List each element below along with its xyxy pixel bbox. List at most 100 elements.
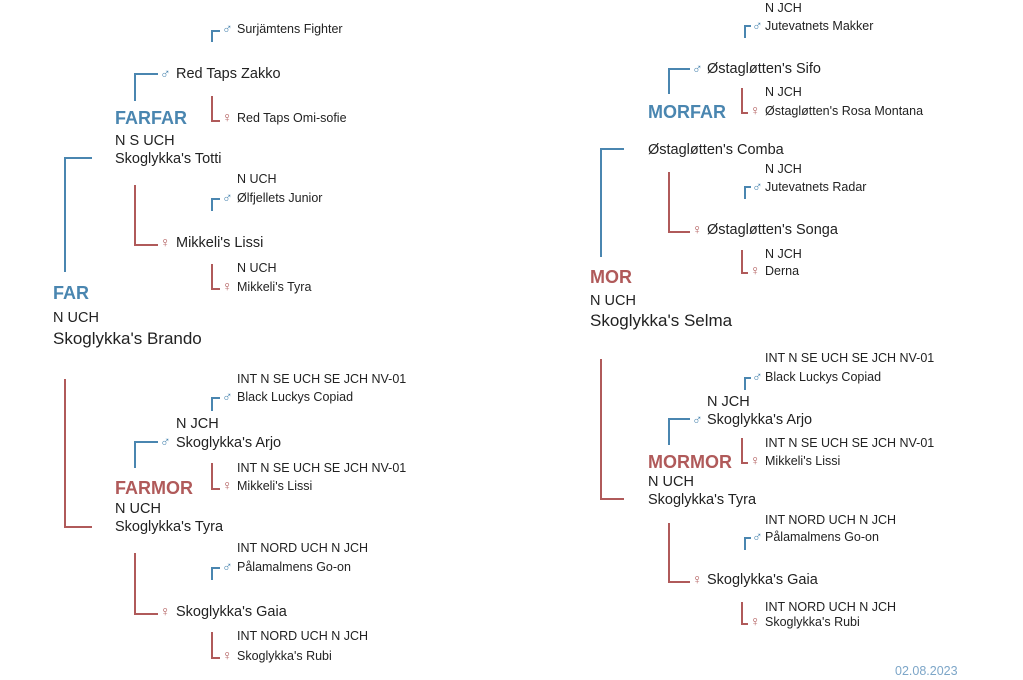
parent-name: Skoglykka's Selma [590,311,733,330]
dam-connector-line [600,359,624,500]
sire-connector-line [134,441,158,468]
ancestor-name: Pålamalmens Go-on [237,560,351,574]
dam-connector-line [741,438,748,464]
female-icon: ♀ [222,647,233,663]
female-icon: ♀ [750,613,761,629]
female-icon: ♀ [750,102,761,118]
ancestor-titles: N JCH [707,394,750,410]
ancestor-titles: INT N SE UCH SE JCH NV-01 [237,461,407,475]
ancestor-titles: N JCH [765,247,802,261]
sire-connector-line [744,25,751,38]
ancestor-titles: N UCH [115,501,161,517]
female-icon: ♀ [222,109,233,125]
ancestor-name: Black Luckys Copiad [765,370,882,384]
ancestor-name: Østagløtten's Songa [707,222,838,238]
ancestor-name: Red Taps Omi-sofie [237,111,347,125]
ancestor-titles: N JCH [176,416,219,432]
ancestor-name: Skoglykka's Totti [115,151,222,167]
male-icon: ♂ [222,20,233,36]
grandparent-label: FARMOR [115,478,193,498]
female-icon: ♀ [692,571,703,587]
male-icon: ♂ [752,368,763,384]
sire-connector-line [744,537,751,550]
ancestor-name: Mikkeli's Lissi [176,235,264,251]
ancestor-name: Skoglykka's Tyra [648,492,757,508]
ancestor-name: Østagløtten's Sifo [707,61,821,77]
ancestor-titles: N UCH [648,474,694,490]
male-icon: ♂ [692,411,703,427]
male-icon: ♂ [222,189,233,205]
female-icon: ♀ [160,603,171,619]
ancestor-name: Black Luckys Copiad [237,390,354,404]
ancestor-titles: INT N SE UCH SE JCH NV-01 [765,436,935,450]
ancestor-titles: INT NORD UCH N JCH [237,541,369,555]
ancestor-name: Surjämtens Fighter [237,22,343,36]
sire-connector-line [64,157,92,272]
ancestor-name: Mikkeli's Tyra [237,280,312,294]
female-icon: ♀ [222,477,233,493]
sire-connector-line [211,30,220,42]
ancestor-name: Østagløtten's Comba [648,142,784,158]
print-date: 02.08.2023 [895,664,958,678]
dam-connector-line [134,553,158,615]
female-icon: ♀ [692,221,703,237]
sire-connector-line [744,186,751,199]
male-icon: ♂ [752,528,763,544]
ancestor-titles: N UCH [237,172,277,186]
male-icon: ♂ [752,178,763,194]
ancestor-name: Ølfjellets Junior [237,191,323,205]
male-icon: ♂ [222,388,233,404]
ancestor-titles: INT N SE UCH SE JCH NV-01 [765,351,935,365]
sire-connector-line [668,68,690,94]
dam-connector-line [211,463,220,490]
parent-name: Skoglykka's Brando [53,329,202,348]
female-icon: ♀ [160,234,171,250]
ancestor-titles: INT NORD UCH N JCH [237,629,369,643]
grandparent-label: MORFAR [648,102,726,122]
ancestor-name: Mikkeli's Lissi [237,479,313,493]
dam-connector-line [668,172,690,233]
ancestor-titles: N S UCH [115,133,175,149]
ancestor-name: Skoglykka's Gaia [176,604,287,620]
sire-connector-line [744,377,751,390]
ancestor-name: Jutevatnets Makker [765,19,874,33]
ancestor-name: Derna [765,264,800,278]
male-icon: ♂ [692,60,703,76]
ancestor-name: Pålamalmens Go-on [765,530,879,544]
grandparent-label: FARFAR [115,108,187,128]
dam-connector-line [211,632,220,659]
ancestor-name: Skoglykka's Tyra [115,519,224,535]
sire-connector-line [211,397,220,411]
male-icon: ♂ [222,558,233,574]
dam-connector-line [741,88,748,114]
parent-label: FAR [53,283,89,303]
ancestor-name: Skoglykka's Gaia [707,572,818,588]
sire-connector-line [668,418,690,445]
ancestor-name: Red Taps Zakko [176,66,281,82]
dam-connector-line [741,250,748,274]
parent-label: MOR [590,267,632,287]
ancestor-titles: INT NORD UCH N JCH [765,513,897,527]
ancestor-name: Østagløtten's Rosa Montana [765,104,924,118]
male-icon: ♂ [160,65,171,81]
sire-connector-line [600,148,624,257]
ancestor-name: Jutevatnets Radar [765,180,867,194]
ancestor-name: Skoglykka's Rubi [237,649,332,663]
female-icon: ♀ [750,262,761,278]
ancestor-name: Mikkeli's Lissi [765,454,841,468]
ancestor-titles: N JCH [765,85,802,99]
dam-connector-line [64,379,92,528]
ancestor-titles: INT NORD UCH N JCH [765,600,897,614]
ancestor-titles: N UCH [237,261,277,275]
sire-connector-line [211,567,220,580]
grandparent-label: MORMOR [648,452,732,472]
dam-connector-line [211,96,220,122]
ancestor-titles: INT N SE UCH SE JCH NV-01 [237,372,407,386]
ancestor-name: Skoglykka's Arjo [707,412,813,428]
dam-connector-line [668,523,690,583]
dam-connector-line [134,185,158,246]
ancestor-name: Skoglykka's Rubi [765,615,860,629]
male-icon: ♂ [752,17,763,33]
sire-connector-line [134,73,158,101]
female-icon: ♀ [750,452,761,468]
